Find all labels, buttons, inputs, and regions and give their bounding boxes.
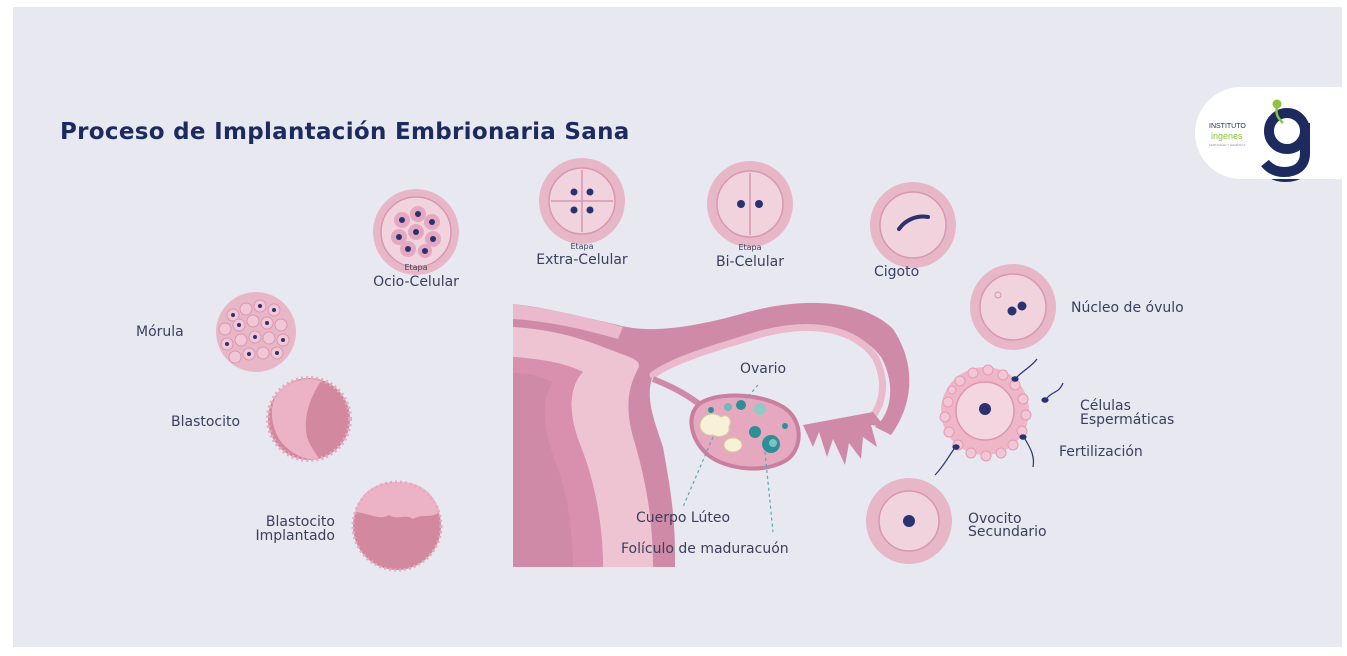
- logo-mark: [13, 7, 1342, 647]
- logo-line-3: FERTILIDAD Y GENÉTICA: [1209, 143, 1245, 147]
- logo-line-2: ingenes: [1211, 131, 1243, 141]
- logo-line-1: INSTITUTO: [1209, 123, 1246, 130]
- diagram-canvas: INSTITUTO ingenes FERTILIDAD Y GENÉTICA …: [13, 7, 1342, 647]
